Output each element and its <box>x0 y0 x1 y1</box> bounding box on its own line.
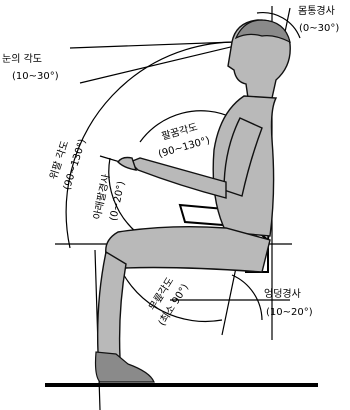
label-eye-angle: 눈의 각도 (10~30°) <box>2 53 59 82</box>
trunk-tilt-name: 몸통경사 <box>298 4 335 17</box>
label-thigh-tilt: 엉덩경사 (10~20°) <box>264 287 313 318</box>
label-trunk-tilt: 몸통경사 (0~30°) <box>298 4 339 34</box>
trunk-tilt-range: (0~30°) <box>299 23 339 34</box>
human-figure <box>96 20 291 382</box>
label-knee-angle: 무릎각도 (최소 90°) <box>142 273 191 328</box>
eye-angle-range: (10~30°) <box>12 71 59 82</box>
thigh-tilt-range: (10~20°) <box>266 307 313 318</box>
label-upper-arm-angle: 위팔 각도 (90~130°) <box>45 132 89 191</box>
eye-angle-name: 눈의 각도 <box>2 53 42 65</box>
forearm-tilt-range: (0~20°) <box>108 180 127 222</box>
thigh-tilt-arc <box>232 275 262 320</box>
label-elbow-angle: 팔꿈각도 (90~130°) <box>153 119 212 161</box>
thigh-tilt-name: 엉덩경사 <box>264 287 301 300</box>
